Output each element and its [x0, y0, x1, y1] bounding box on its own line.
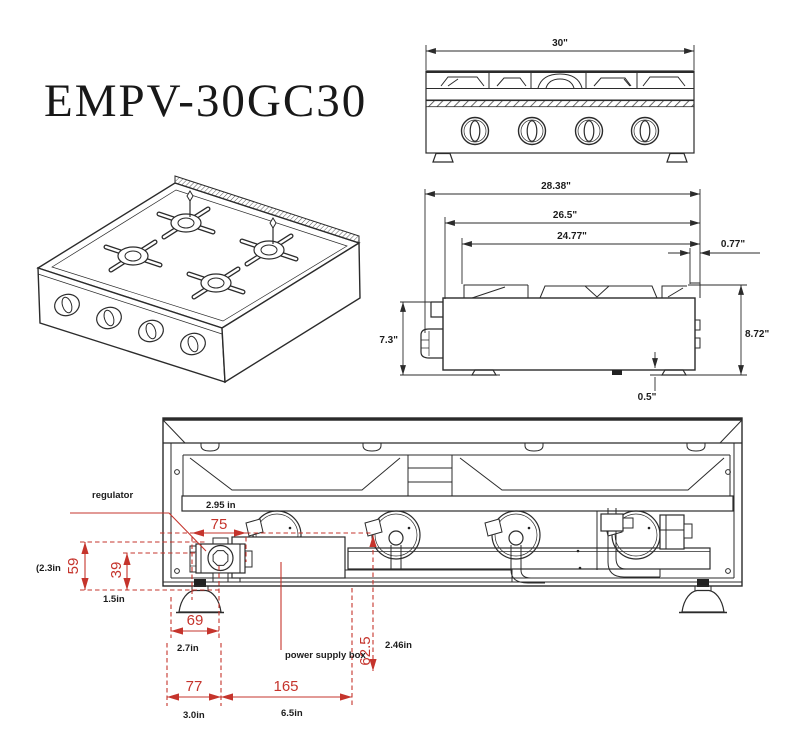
- dim-foot-height: 0.5": [638, 392, 657, 403]
- burner-base: [484, 510, 545, 584]
- side-body: [442, 297, 696, 371]
- dim-77: 77: [186, 678, 203, 695]
- dim-body-height: 7.3": [379, 335, 398, 346]
- label-6-5in: 6.5in: [281, 708, 303, 719]
- foot: [666, 152, 688, 163]
- knob: [54, 293, 80, 317]
- label-power-supply-box: power supply box: [285, 650, 366, 661]
- burner-trays: [182, 454, 731, 498]
- dim-62-5: 62.5: [357, 636, 374, 665]
- model-number: EMPV-30GC30: [44, 75, 368, 127]
- label-3-0in: 3.0in: [183, 710, 205, 721]
- dim-59: 59: [65, 558, 82, 575]
- dim-39: 39: [108, 562, 125, 579]
- dim-overall-depth: 28.38": [541, 181, 571, 192]
- dim-75: 75: [211, 516, 228, 533]
- knob: [517, 116, 547, 146]
- knob: [460, 116, 490, 146]
- trim-strip: [425, 100, 695, 108]
- iso-side-panel: [221, 241, 361, 384]
- bottom-burners: [245, 510, 661, 584]
- foot: [660, 369, 688, 376]
- iso-knobs: [54, 293, 206, 356]
- manifold: [347, 547, 711, 570]
- clip-tab: [686, 443, 706, 452]
- bottom-shell: [162, 417, 743, 587]
- dim-165: 165: [273, 678, 298, 695]
- bottom-labels: regulator power supply box (2.3in 1.5in …: [36, 490, 412, 721]
- knob: [96, 306, 122, 330]
- knob: [138, 319, 164, 343]
- regulator-leader: [70, 512, 207, 552]
- red-dimensions: 75 59 39 69 77 165 6: [65, 512, 377, 706]
- burner-base: [364, 510, 421, 570]
- valve-pipes: [576, 508, 693, 578]
- front-view: 30": [425, 38, 695, 163]
- burner: [156, 190, 216, 240]
- burner: [103, 239, 163, 273]
- label-2-3in: (2.3in: [36, 563, 61, 574]
- dim-back-lip: 0.77": [721, 239, 745, 250]
- knob: [180, 332, 206, 356]
- side-grates: [463, 282, 701, 299]
- front-width-dim: 30": [552, 38, 568, 49]
- left-foot: [176, 579, 224, 614]
- knob: [574, 116, 604, 146]
- label-2-7in: 2.7in: [177, 643, 199, 654]
- cross-bar: [181, 495, 734, 512]
- front-knobs: [460, 116, 660, 146]
- front-grates: [440, 71, 686, 89]
- clip-tab: [524, 443, 544, 452]
- burner: [186, 266, 246, 300]
- foot: [432, 152, 454, 163]
- dim-grate-depth: 24.77": [557, 231, 587, 242]
- right-foot: [679, 579, 727, 614]
- dim-overall-height: 8.72": [745, 329, 769, 340]
- clip-tab: [362, 443, 382, 452]
- label-regulator: regulator: [92, 490, 133, 501]
- dim-69: 69: [187, 612, 204, 629]
- label-bar-depth: 2.95 in: [206, 500, 236, 511]
- dim-mid-depth: 26.5": [553, 210, 577, 221]
- power-supply-box: [231, 536, 346, 579]
- label-1-5in: 1.5in: [103, 594, 125, 605]
- label-2-46in: 2.46in: [385, 640, 412, 651]
- side-view: 28.38" 26.5" 24.77" 0.77" 8.72" 7.3" 0.5…: [379, 181, 769, 403]
- foot: [470, 369, 498, 376]
- iso-burners: [103, 190, 299, 300]
- bottom-view: 2.95 in: [36, 417, 743, 721]
- burner: [239, 217, 299, 267]
- side-control-panel: [420, 301, 443, 359]
- isometric-view: [36, 175, 361, 384]
- clip-tab: [200, 443, 220, 452]
- knob: [630, 116, 660, 146]
